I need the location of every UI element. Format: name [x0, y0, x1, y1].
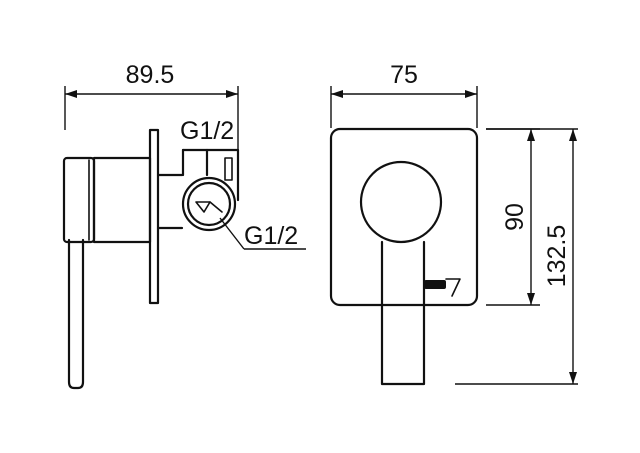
side-lever-handle — [62, 156, 96, 390]
front-view: 75 90 132.5 — [329, 61, 578, 386]
plate-height-dimension: 90 — [486, 128, 540, 306]
side-view: 89.5 G1/2 — [62, 61, 306, 390]
side-body-cylinder — [92, 156, 152, 244]
front-lever — [380, 240, 426, 386]
front-knob — [359, 160, 443, 244]
plate-height-label: 90 — [501, 203, 529, 231]
front-cover-plate — [329, 127, 479, 307]
front-width-label: 75 — [390, 61, 418, 89]
thread-top-label: G1/2 — [180, 117, 234, 145]
front-width-dimension: 75 — [330, 61, 478, 128]
thread-side-label: G1/2 — [244, 222, 298, 250]
side-width-label: 89.5 — [126, 61, 175, 89]
total-height-label: 132.5 — [543, 225, 571, 288]
side-valve-body — [156, 148, 240, 232]
temperature-mark-icon — [424, 278, 461, 297]
side-cover-plate — [148, 128, 160, 305]
side-width-dimension: 89.5 — [64, 61, 239, 150]
thread-side-leader: G1/2 — [219, 217, 306, 250]
total-height-dimension: 132.5 — [455, 128, 578, 385]
